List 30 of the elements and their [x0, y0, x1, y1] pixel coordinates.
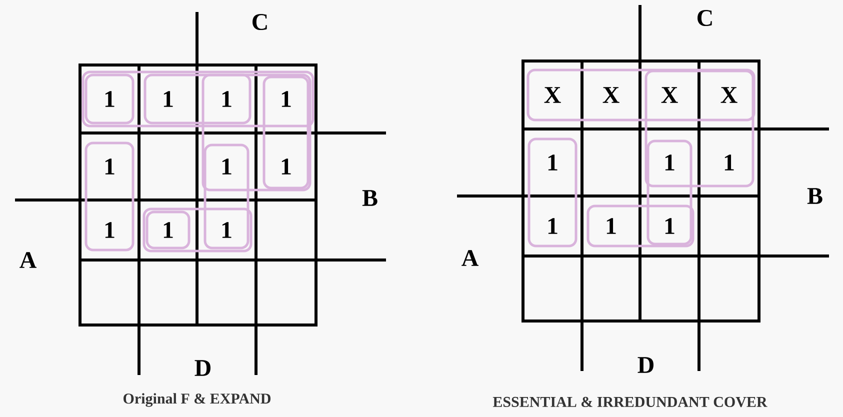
cell-value: 1 — [724, 154, 734, 170]
cell-value: 1 — [665, 218, 674, 234]
cell-value: 1 — [606, 218, 616, 234]
variable-label: B — [807, 188, 822, 204]
variable-label: D — [638, 357, 654, 373]
cell-value: 1 — [164, 91, 173, 107]
map-caption: ESSENTIAL & IRREDUNDANT COVER — [492, 396, 768, 408]
variable-label: B — [362, 190, 378, 206]
variable-label: A — [20, 252, 36, 268]
variable-label: C — [252, 14, 267, 30]
cell-value: X — [720, 87, 738, 103]
cell-value: 1 — [105, 91, 114, 107]
variable-label: D — [194, 360, 210, 376]
cell-value: X — [661, 87, 678, 103]
variable-label: A — [462, 250, 478, 266]
map-caption: Original F & EXPAND — [124, 393, 271, 407]
cell-value: 1 — [665, 154, 674, 170]
cell-value: 1 — [548, 218, 558, 234]
cell-value: 1 — [282, 158, 291, 174]
cell-value: 1 — [222, 158, 232, 174]
cell-value: X — [602, 87, 620, 103]
cell-value: 1 — [282, 91, 291, 107]
cell-value: X — [544, 87, 561, 103]
cell-value: 1 — [222, 222, 232, 238]
cell-value: 1 — [222, 91, 232, 107]
cell-value: 1 — [548, 154, 558, 170]
cell-value: 1 — [164, 222, 173, 238]
cell-value: 1 — [105, 158, 114, 174]
cell-value: 1 — [105, 222, 114, 238]
variable-label: C — [698, 10, 712, 26]
